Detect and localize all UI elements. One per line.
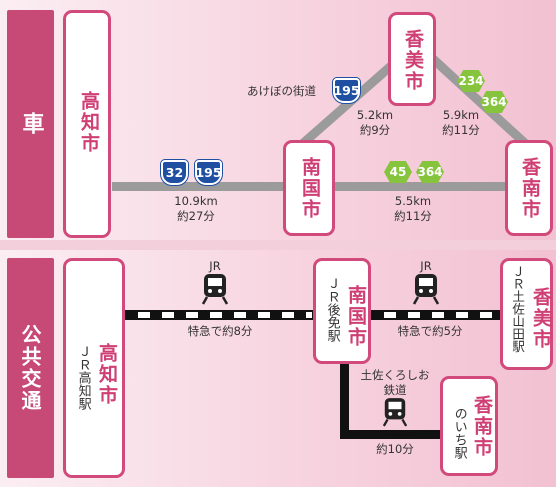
city-name-konan: 香南市 <box>518 157 541 220</box>
route-nankoku-konan-info: 5.5km 約11分 <box>383 194 443 224</box>
train-icon <box>412 274 440 305</box>
time-text: 約11分 <box>442 122 480 137</box>
station-name-kochi: ＪＲ高知駅 <box>75 345 91 410</box>
road-nankoku-konan <box>335 182 507 191</box>
transit-time-gomen-tosayamada: 特急で約5分 <box>397 324 463 338</box>
distance-text: 5.5km <box>394 194 432 208</box>
city-name-nankoku: 南国市 <box>298 157 321 220</box>
jr-label: JR <box>209 259 221 273</box>
time-text: 約11分 <box>394 208 432 223</box>
jr-label: JR <box>420 259 432 273</box>
time-text: 約9分 <box>359 122 391 137</box>
prefectural-route-hex-icon: 45 <box>384 161 412 183</box>
distance-text: 10.9km <box>174 194 218 208</box>
tosa-kuroshio-label-line2: 鉄道 <box>383 382 407 397</box>
road-kochi-nankoku <box>112 182 284 191</box>
national-route-shield-icon: 32 <box>161 160 188 185</box>
tosa-kuroshio-label-line1: 土佐くろしお <box>360 368 430 382</box>
city-name-kami: 香美市 <box>529 287 552 350</box>
route-kochi-nankoku-info: 10.9km 約27分 <box>156 194 236 224</box>
city-name-kochi: 高知市 <box>95 343 118 406</box>
city-name-nankoku: 南国市 <box>344 285 367 348</box>
train-icon <box>382 398 408 427</box>
city-box-kochi-car: 高知市 <box>63 10 111 238</box>
city-box-kochi-transit: 高知市 ＪＲ高知駅 <box>63 258 125 478</box>
jr-rail-kochi-gomen <box>124 310 314 320</box>
time-text: 約27分 <box>177 208 215 223</box>
route-nankoku-kami-info: 5.2km 約9分 <box>350 108 400 138</box>
section-label-public-transit: 公共交通 <box>7 258 54 478</box>
jr-rail-gomen-tosayamada <box>370 310 502 320</box>
train-icon <box>201 274 229 305</box>
city-name-kami: 香美市 <box>401 29 424 92</box>
tosa-kuroshio-line-vertical <box>340 362 349 439</box>
road-name-akebono: あけぼの街道 <box>247 84 316 98</box>
station-name-noichi: のいち駅 <box>451 407 467 459</box>
city-name-konan: 香南市 <box>470 395 493 458</box>
transit-time-kochi-gomen: 特急で約8分 <box>187 324 253 338</box>
city-box-nankoku-car: 南国市 <box>283 140 335 236</box>
tosa-kuroshio-line-horizontal <box>340 430 440 439</box>
distance-text: 5.9km <box>442 108 480 122</box>
distance-text: 5.2km <box>356 108 394 122</box>
city-box-nankoku-transit: 南国市 ＪＲ後免駅 <box>313 258 371 364</box>
transit-time-gomen-noichi: 約10分 <box>376 442 414 456</box>
prefectural-route-hex-icon: 364 <box>480 91 508 113</box>
section-divider <box>0 240 556 250</box>
section-label-car: 車 <box>7 10 54 238</box>
route-kami-konan-info: 5.9km 約11分 <box>436 108 486 138</box>
tosa-kuroshio-label: 土佐くろしお 鉄道 <box>355 368 435 398</box>
station-name-gomen: ＪＲ後免駅 <box>324 277 340 342</box>
national-route-shield-icon: 195 <box>333 78 360 103</box>
prefectural-route-hex-icon: 234 <box>457 70 485 92</box>
station-name-tosayamada: ＪＲ土佐山田駅 <box>510 265 526 353</box>
prefectural-route-hex-icon: 364 <box>416 161 444 183</box>
city-box-kami-transit: 香美市 ＪＲ土佐山田駅 <box>500 258 553 370</box>
city-box-konan-car: 香南市 <box>505 140 553 236</box>
city-box-kami-car: 香美市 <box>388 12 436 106</box>
city-name-kochi: 高知市 <box>77 91 100 154</box>
national-route-shield-icon: 195 <box>195 160 222 185</box>
city-box-konan-transit: 香南市 のいち駅 <box>440 376 498 476</box>
